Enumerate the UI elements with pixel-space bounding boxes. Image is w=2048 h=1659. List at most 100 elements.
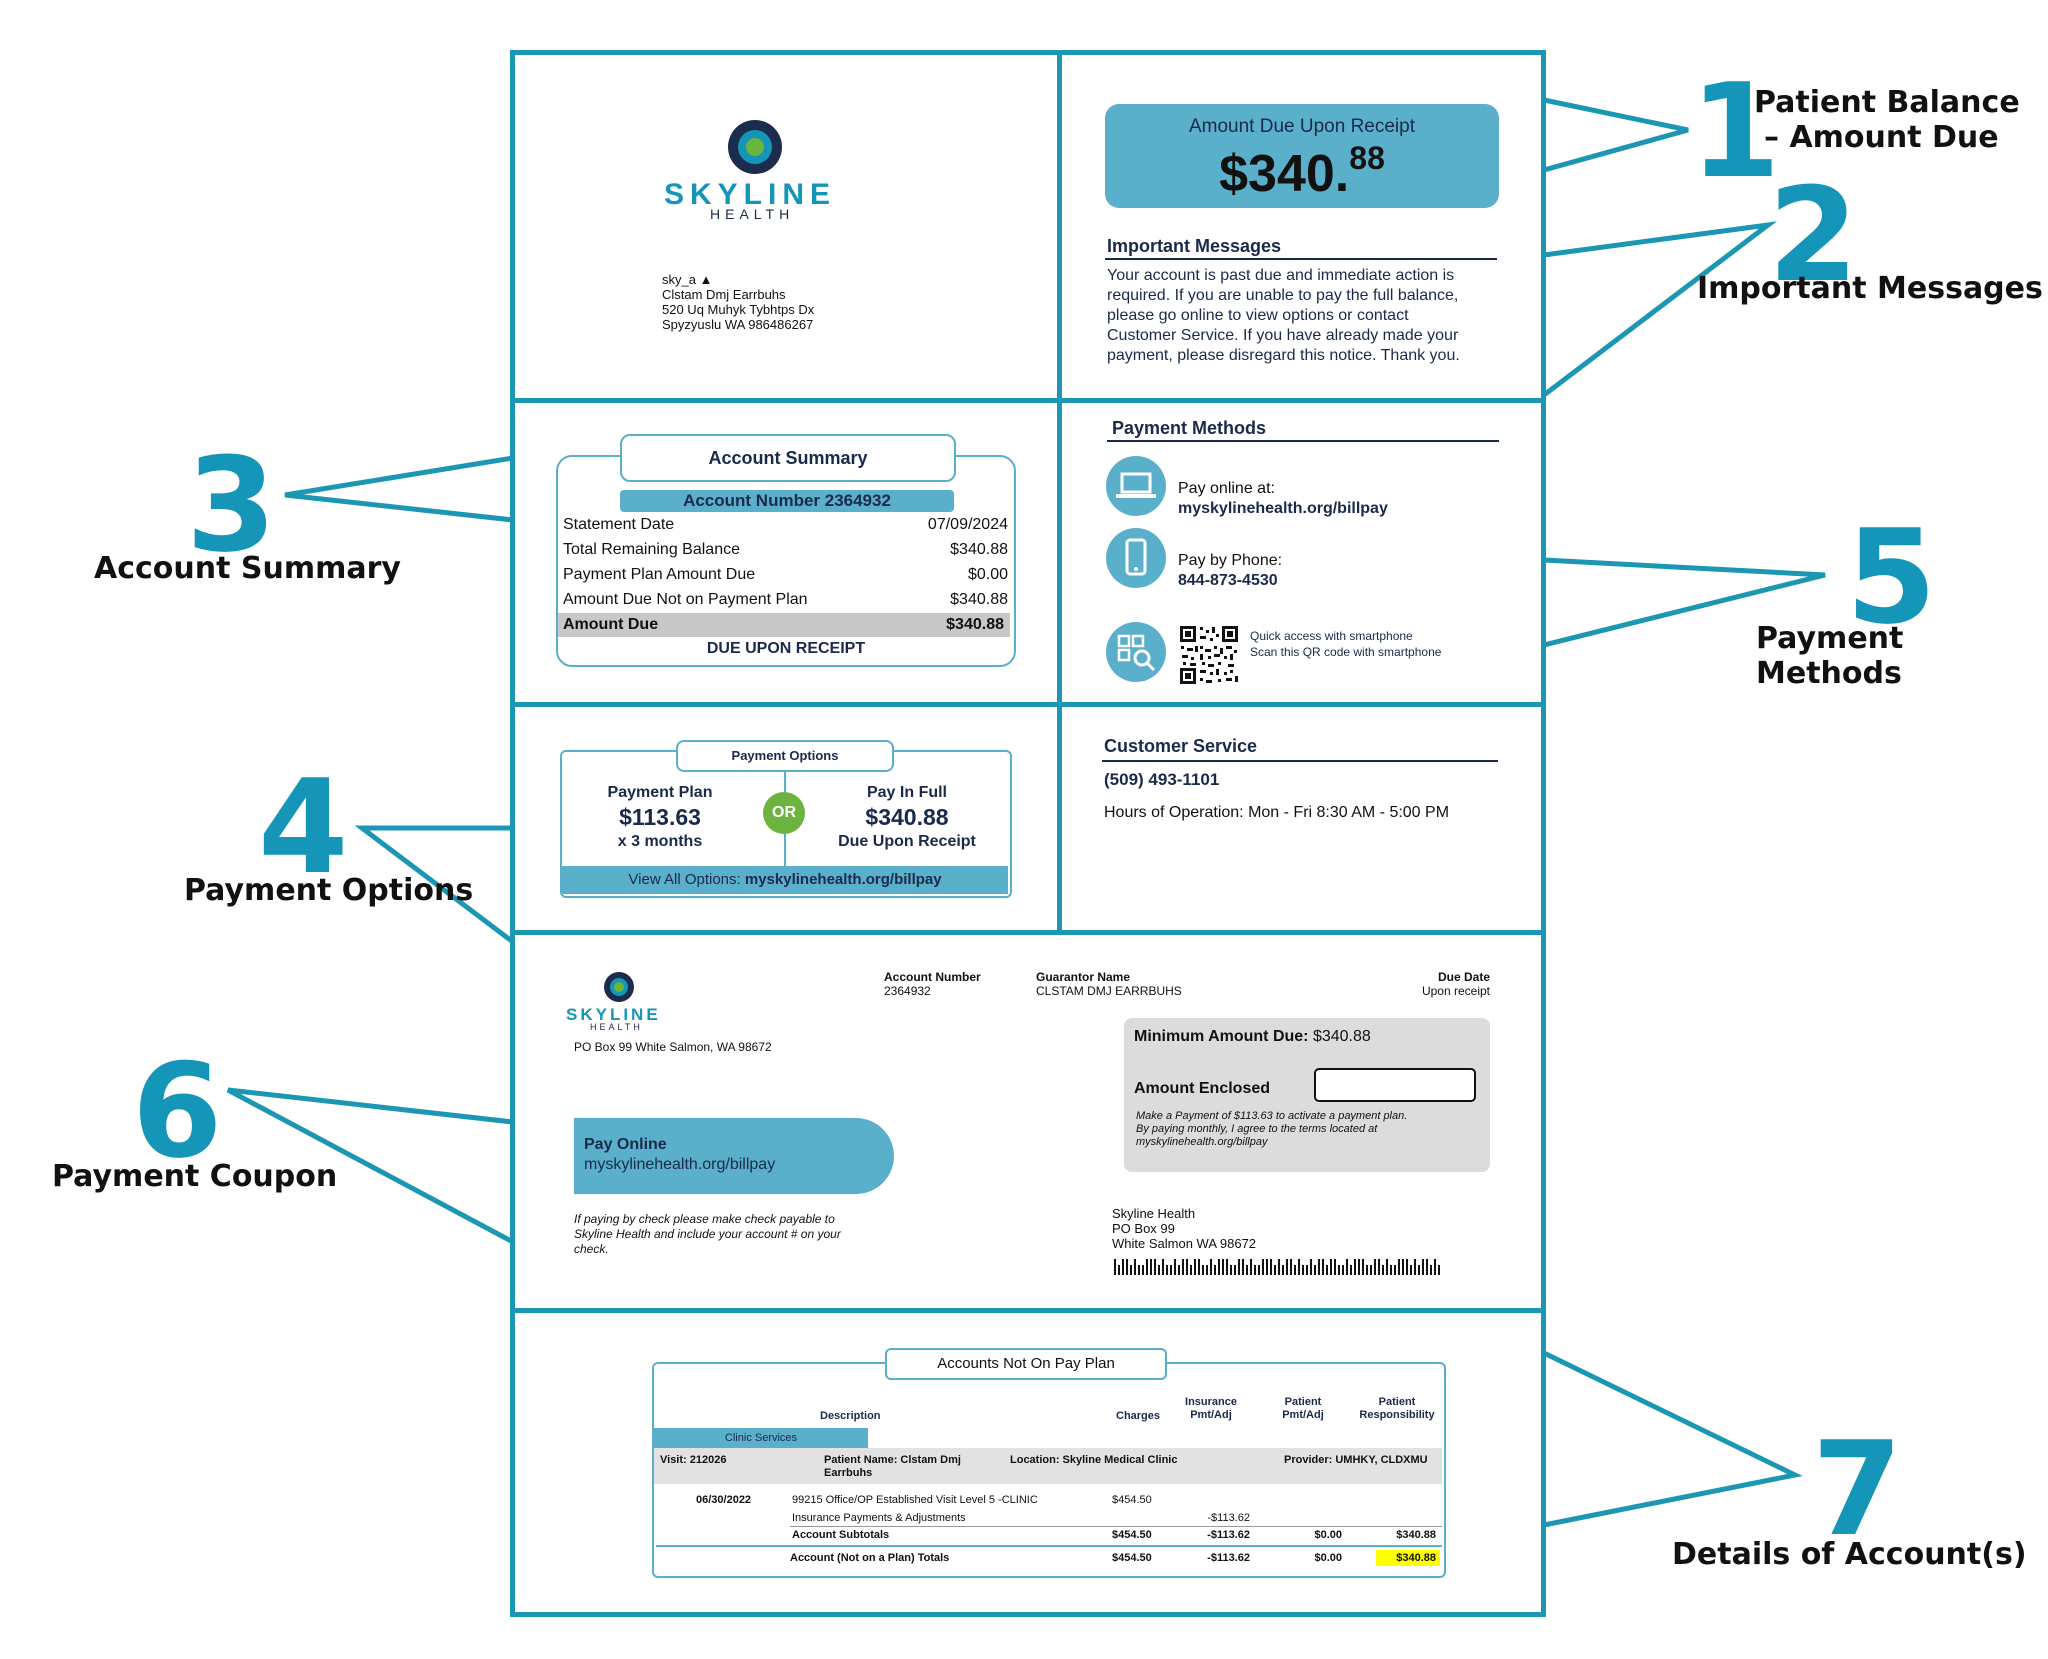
col-header-insurance-2: Pmt/Adj	[1190, 1409, 1232, 1421]
coupon-account-label: Account Number	[884, 970, 981, 984]
remit-address: PO Box 99 White Salmon, WA 98672	[574, 1040, 772, 1054]
frame-right	[1541, 50, 1546, 1617]
service-date: 06/30/2022	[696, 1494, 752, 1506]
payment-methods-rule	[1107, 440, 1499, 442]
view-all-link[interactable]: myskylinehealth.org/billpay	[744, 871, 942, 888]
check-line-2: Skyline Health and include your account …	[574, 1227, 841, 1241]
frame-row1	[510, 398, 1546, 403]
coupon-guarantor-label: Guarantor Name	[1036, 970, 1131, 984]
barcode-bar	[1318, 1259, 1320, 1275]
remit-mailing-address: Skyline Health PO Box 99 White Salmon WA…	[1112, 1206, 1256, 1251]
pay-in-full-option[interactable]: Pay In Full $340.88 Due Upon Receipt	[822, 784, 992, 851]
callout-2-label: Important Messages	[1697, 271, 2043, 306]
barcode-bar	[1434, 1259, 1436, 1275]
important-messages-title: Important Messages	[1107, 236, 1282, 256]
message-line: payment, please disregard this notice. T…	[1107, 347, 1460, 364]
totals-charges: $454.50	[1112, 1552, 1152, 1564]
amount-due-row-label: Amount Due	[563, 616, 659, 633]
service-line-2-insurance: -$113.62	[1207, 1512, 1250, 1524]
patient-name-line-1: Patient Name: Clstam Dmj	[824, 1454, 961, 1466]
view-all-options-bar[interactable]: View All Options: myskylinehealth.org/bi…	[562, 866, 1008, 894]
payment-plan-option[interactable]: Payment Plan $113.63 x 3 months	[580, 784, 740, 851]
qr-text: Quick access with smartphone Scan this Q…	[1250, 628, 1441, 660]
qr-code[interactable]	[1178, 624, 1240, 686]
pointer-1	[1543, 97, 1689, 173]
pay-online-banner-url[interactable]: myskylinehealth.org/billpay	[584, 1156, 776, 1173]
qr-text-line-1: Quick access with smartphone	[1250, 629, 1413, 643]
message-line: Your account is past due and immediate a…	[1107, 267, 1455, 284]
barcode-bar	[1162, 1259, 1164, 1275]
logo-mark-icon	[728, 120, 782, 174]
barcode-bar	[1298, 1259, 1300, 1275]
address-line-3: 520 Uq Muhyk Tybhtps Dx	[662, 302, 815, 317]
coupon-logo-subtext: HEALTH	[590, 1022, 643, 1032]
subtotal-charges: $454.50	[1112, 1529, 1152, 1541]
pay-online-link[interactable]: myskylinehealth.org/billpay	[1178, 500, 1388, 517]
remit-line-1: Skyline Health	[1112, 1206, 1196, 1221]
barcode-bar	[1330, 1259, 1332, 1275]
amount-due-value: $340.88	[1105, 140, 1499, 204]
amount-due-row-value: $340.88	[946, 616, 1004, 633]
or-badge: OR	[763, 792, 805, 834]
subtotal-label: Account Subtotals	[792, 1529, 890, 1541]
coupon-due-date: Due Date Upon receipt	[1380, 970, 1490, 998]
amount-enclosed-label: Amount Enclosed	[1134, 1080, 1271, 1097]
barcode-bar	[1182, 1259, 1184, 1275]
barcode-bar	[1294, 1265, 1296, 1275]
summary-row-label: Statement Date	[563, 516, 675, 533]
barcode-bar	[1146, 1259, 1148, 1275]
barcode-bar	[1262, 1259, 1264, 1275]
barcode-bar	[1438, 1265, 1440, 1275]
barcode-bar	[1310, 1259, 1312, 1275]
col-header-insurance-1: Insurance	[1185, 1396, 1237, 1408]
barcode-bar	[1306, 1265, 1308, 1275]
barcode-bar	[1402, 1259, 1404, 1275]
triangle-icon: ▲	[699, 272, 713, 287]
barcode-bar	[1130, 1265, 1132, 1275]
barcode-bar	[1266, 1259, 1268, 1275]
barcode-bar	[1338, 1265, 1340, 1275]
barcode-bar	[1214, 1265, 1216, 1275]
barcode-bar	[1322, 1259, 1324, 1275]
phone-icon	[1106, 528, 1166, 588]
logo-subtext: HEALTH	[710, 206, 795, 222]
barcode-bar	[1234, 1265, 1236, 1275]
barcode-bar	[1138, 1265, 1140, 1275]
barcode-bar	[1218, 1259, 1220, 1275]
clinic-services-tab[interactable]: Clinic Services	[654, 1428, 868, 1448]
visit-number: Visit: 212026	[660, 1454, 727, 1466]
summary-row-label: Payment Plan Amount Due	[563, 566, 756, 583]
barcode-bar	[1358, 1259, 1360, 1275]
summary-row-label: Total Remaining Balance	[563, 541, 740, 558]
barcode-bar	[1370, 1265, 1372, 1275]
col-header-insurance: Insurance Pmt/Adj	[1178, 1396, 1244, 1422]
pay-in-full-label: Pay In Full	[866, 784, 947, 801]
amount-due-box: Amount Due Upon Receipt $340.88	[1105, 104, 1499, 208]
amount-enclosed-panel: Minimum Amount Due: $340.88 Amount Enclo…	[1124, 1018, 1490, 1172]
customer-service-phone[interactable]: (509) 493-1101	[1104, 770, 1220, 789]
amount-enclosed-field[interactable]	[1314, 1068, 1476, 1102]
callout-5-number: 5	[1846, 501, 1937, 653]
frame-top	[510, 50, 1546, 55]
coupon-logo-wordmark: SKYLINE	[566, 1005, 661, 1024]
customer-service-title: Customer Service	[1104, 736, 1258, 756]
totals-highlight: $340.88	[1376, 1550, 1440, 1566]
pay-phone-number[interactable]: 844-873-4530	[1178, 572, 1278, 589]
pay-online-banner[interactable]: Pay Online myskylinehealth.org/billpay	[574, 1118, 894, 1194]
minimum-amount-value: $340.88	[1312, 1028, 1371, 1045]
barcode-bar	[1198, 1259, 1200, 1275]
coupon-due-label: Due Date	[1437, 970, 1490, 984]
summary-row-value: 07/09/2024	[927, 516, 1008, 533]
barcode-bar	[1282, 1265, 1284, 1275]
barcode-bar	[1410, 1265, 1412, 1275]
barcode-bar	[1382, 1265, 1384, 1275]
barcode-bar	[1194, 1259, 1196, 1275]
callout-4-label: Payment Options	[184, 873, 474, 908]
payment-plan-amount: $113.63	[619, 804, 701, 830]
barcode-bar	[1114, 1259, 1116, 1275]
col-header-patient-2: Pmt/Adj	[1282, 1409, 1324, 1421]
barcode-bar	[1254, 1265, 1256, 1275]
qr-text-line-2: Scan this QR code with smartphone	[1250, 645, 1442, 659]
barcode-bar	[1166, 1265, 1168, 1275]
barcode-bar	[1226, 1259, 1228, 1275]
